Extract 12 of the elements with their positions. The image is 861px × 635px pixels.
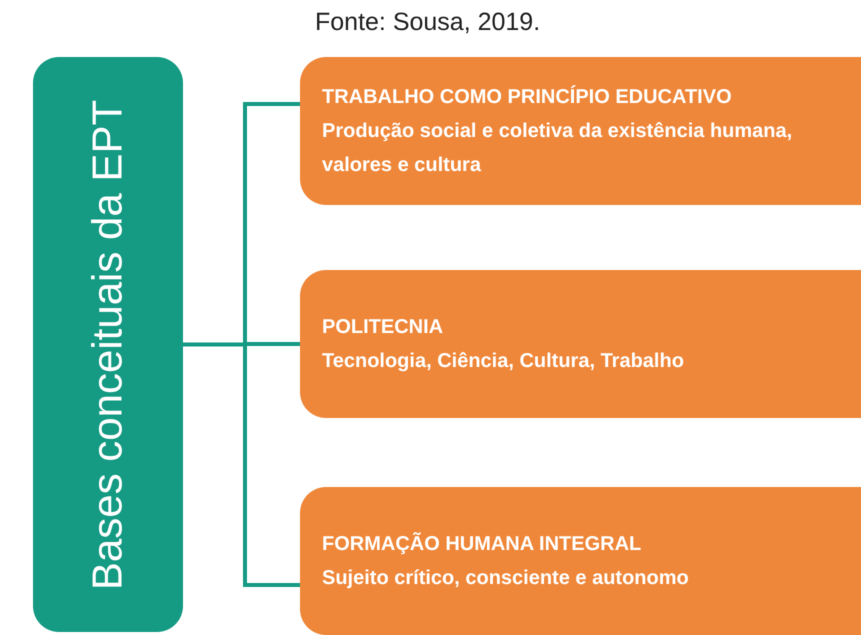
concept-box <box>300 57 861 205</box>
concept-description: Produção social e coletiva da existência humana, valores e cultura <box>322 119 794 178</box>
concept-description: Sujeito crítico, consciente e autonomo <box>322 566 690 591</box>
category-title: Bases conceituais da EPT <box>82 98 132 592</box>
concept-heading: TRABALHO COMO PRINCÍPIO EDUCATIVO <box>322 84 733 110</box>
concept-box <box>300 270 861 418</box>
source-note: Fonte: Sousa, 2019. <box>315 8 540 37</box>
concept-heading: FORMAÇÃO HUMANA INTEGRAL <box>322 531 642 557</box>
concept-description: Tecnologia, Ciência, Cultura, Trabalho <box>322 349 685 374</box>
concept-box <box>300 487 861 635</box>
category-box <box>33 57 183 632</box>
concept-heading: POLITECNIA <box>322 315 444 340</box>
